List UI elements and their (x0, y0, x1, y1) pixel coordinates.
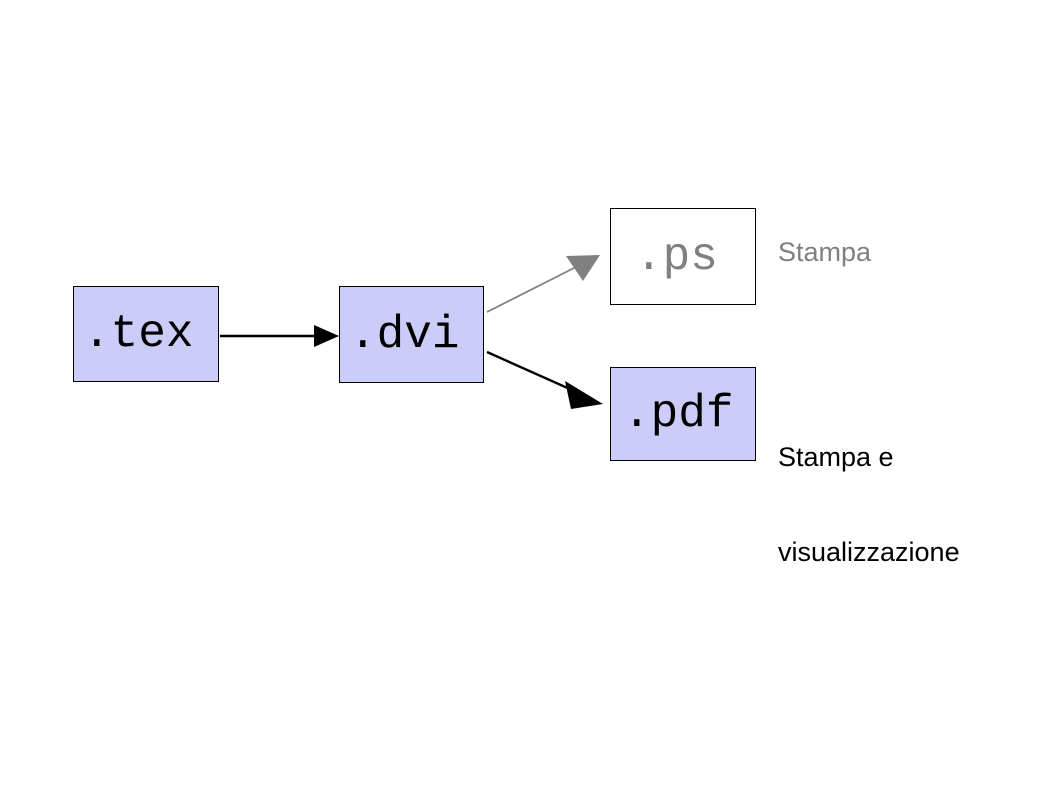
edge-dvi-to-pdf-arrowhead (565, 381, 603, 409)
edge-tex-to-dvi (220, 325, 339, 347)
node-tex-label: .tex (83, 308, 194, 360)
edge-dvi-to-ps-arrowhead (566, 255, 600, 281)
node-ps[interactable]: .ps (610, 208, 756, 305)
caption-pdf-line1: Stampa e (778, 441, 894, 472)
edge-dvi-to-ps-line (486, 266, 577, 313)
node-ps-label: .ps (635, 230, 718, 283)
node-dvi-label: .dvi (349, 308, 460, 361)
node-pdf-label: .pdf (623, 388, 734, 440)
node-dvi[interactable]: .dvi (339, 286, 484, 383)
node-pdf[interactable]: .pdf (610, 367, 756, 461)
caption-ps: Stampa (778, 237, 872, 267)
caption-pdf-line2: visualizzazione (778, 537, 960, 568)
edge-dvi-to-ps (486, 255, 600, 313)
caption-pdf: Stampa e visualizzazione (778, 378, 960, 633)
edge-dvi-to-pdf-line (486, 350, 573, 392)
edge-tex-to-dvi-arrowhead (314, 325, 339, 347)
edge-dvi-to-pdf (486, 350, 603, 409)
node-tex[interactable]: .tex (73, 286, 219, 382)
